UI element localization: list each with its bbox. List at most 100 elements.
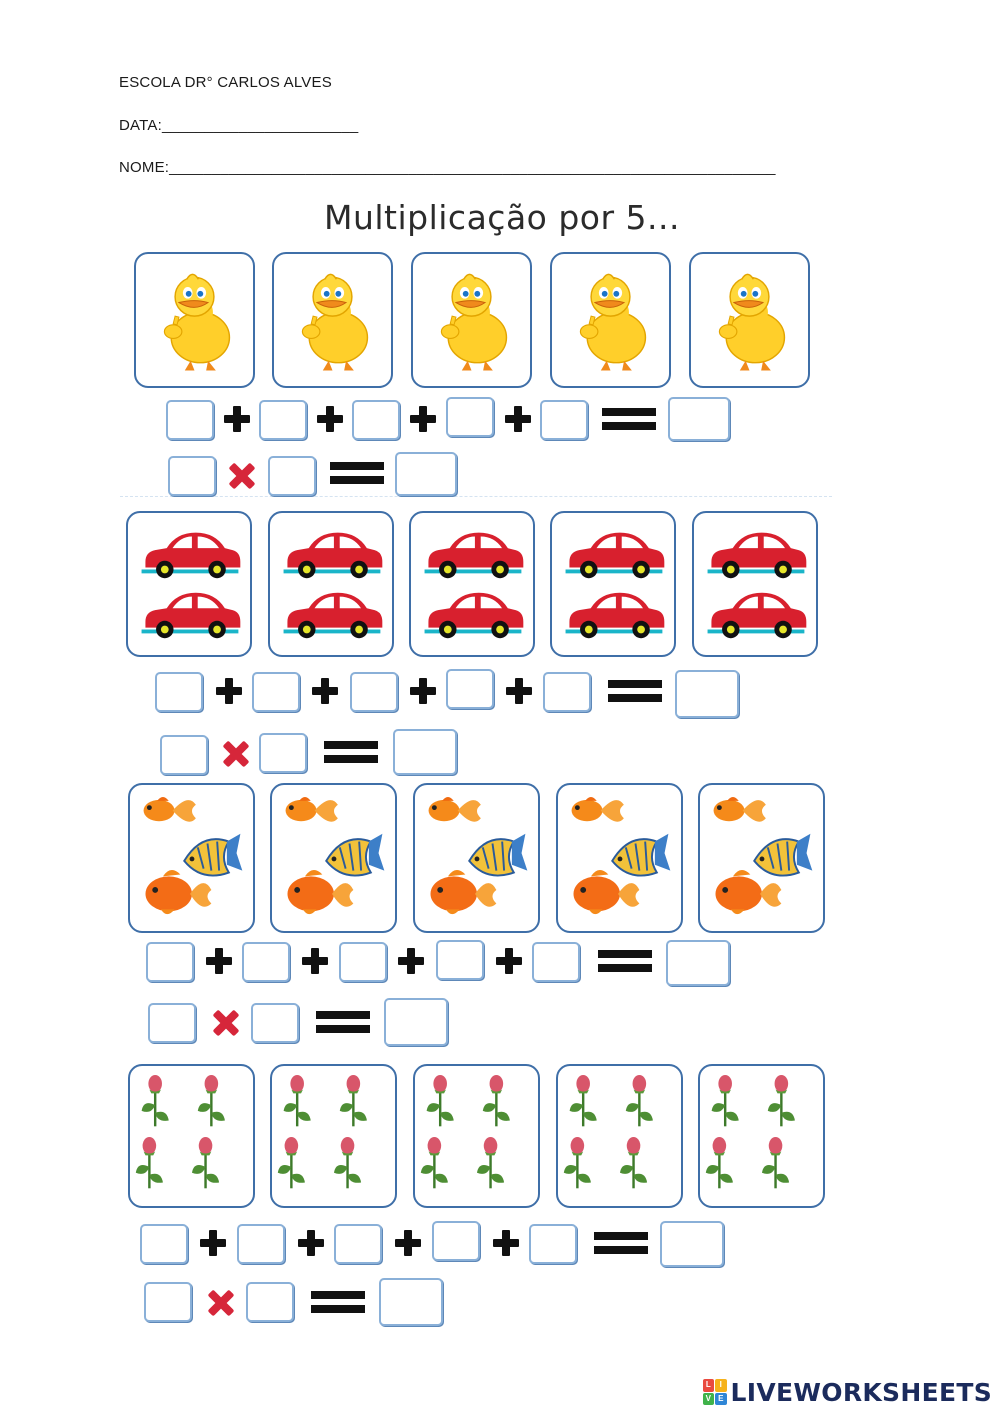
picture-card bbox=[556, 783, 683, 933]
product-answer-input[interactable] bbox=[379, 1278, 443, 1326]
addend-input[interactable] bbox=[166, 400, 214, 440]
factor-input[interactable] bbox=[160, 735, 208, 775]
addend-input[interactable] bbox=[146, 942, 194, 982]
picture-card bbox=[550, 252, 671, 388]
picture-card bbox=[411, 252, 532, 388]
sum-answer-input[interactable] bbox=[660, 1221, 724, 1267]
factor-input[interactable] bbox=[144, 1282, 192, 1322]
picture-card bbox=[128, 783, 255, 933]
fish-icon bbox=[285, 796, 385, 915]
plus-icon bbox=[302, 948, 328, 974]
car-icon bbox=[283, 532, 383, 639]
worksheet-title: Multiplicação por 5... bbox=[323, 198, 681, 237]
addend-input[interactable] bbox=[446, 669, 494, 709]
plus-icon bbox=[216, 678, 242, 704]
times-icon bbox=[228, 462, 256, 490]
addend-input[interactable] bbox=[350, 672, 398, 712]
sum-answer-input[interactable] bbox=[666, 940, 730, 986]
equals-icon bbox=[594, 1232, 648, 1254]
logo-letter: E bbox=[715, 1392, 727, 1405]
car-icon bbox=[424, 532, 524, 639]
picture-card bbox=[128, 1064, 255, 1208]
addend-input[interactable] bbox=[155, 672, 203, 712]
picture-card bbox=[692, 511, 818, 657]
factor-input[interactable] bbox=[268, 456, 316, 496]
duck-icon bbox=[579, 273, 647, 371]
sum-answer-input[interactable] bbox=[675, 670, 739, 718]
factor-input[interactable] bbox=[251, 1003, 299, 1043]
logo-letter: L bbox=[702, 1379, 715, 1392]
equals-icon bbox=[608, 680, 662, 702]
picture-card bbox=[268, 511, 394, 657]
addend-input[interactable] bbox=[436, 940, 484, 980]
plus-icon bbox=[398, 948, 424, 974]
plus-icon bbox=[224, 406, 250, 432]
logo-letter: V bbox=[702, 1392, 715, 1405]
addend-input[interactable] bbox=[446, 397, 494, 437]
equals-icon bbox=[316, 1011, 370, 1033]
product-answer-input[interactable] bbox=[393, 729, 457, 775]
rose-icon bbox=[277, 1074, 367, 1189]
picture-card bbox=[270, 1064, 397, 1208]
addend-input[interactable] bbox=[259, 400, 307, 440]
equals-icon bbox=[324, 741, 378, 763]
picture-card bbox=[550, 511, 676, 657]
equals-icon bbox=[602, 408, 656, 430]
fish-icon bbox=[713, 796, 813, 915]
addend-input[interactable] bbox=[252, 672, 300, 712]
factor-input[interactable] bbox=[259, 733, 307, 773]
duck-icon bbox=[163, 273, 231, 371]
addend-input[interactable] bbox=[339, 942, 387, 982]
section-divider bbox=[120, 496, 832, 497]
car-icon bbox=[707, 532, 807, 639]
addend-input[interactable] bbox=[532, 942, 580, 982]
fish-icon bbox=[571, 796, 671, 915]
factor-input[interactable] bbox=[168, 456, 216, 496]
brand-watermark: L I V E LIVEWORKSHEETS bbox=[702, 1377, 992, 1407]
duck-icon bbox=[440, 273, 508, 371]
addend-input[interactable] bbox=[237, 1224, 285, 1264]
times-icon bbox=[207, 1289, 235, 1317]
liveworksheets-logo-icon: L I V E bbox=[702, 1379, 727, 1405]
plus-icon bbox=[493, 1230, 519, 1256]
picture-card bbox=[698, 1064, 825, 1208]
car-icon bbox=[141, 532, 241, 639]
rose-icon bbox=[420, 1074, 510, 1189]
addend-input[interactable] bbox=[242, 942, 290, 982]
times-icon bbox=[212, 1009, 240, 1037]
addend-input[interactable] bbox=[140, 1224, 188, 1264]
factor-input[interactable] bbox=[246, 1282, 294, 1322]
date-field: DATA:_______________________ bbox=[119, 117, 359, 134]
plus-icon bbox=[505, 406, 531, 432]
plus-icon bbox=[298, 1230, 324, 1256]
plus-icon bbox=[312, 678, 338, 704]
sum-answer-input[interactable] bbox=[668, 397, 730, 441]
equals-icon bbox=[311, 1291, 365, 1313]
picture-card bbox=[556, 1064, 683, 1208]
plus-icon bbox=[206, 948, 232, 974]
picture-card bbox=[134, 252, 255, 388]
brand-name: LIVEWORKSHEETS bbox=[730, 1377, 992, 1407]
factor-input[interactable] bbox=[148, 1003, 196, 1043]
fish-icon bbox=[143, 796, 243, 915]
duck-icon bbox=[718, 273, 786, 371]
product-answer-input[interactable] bbox=[384, 998, 448, 1046]
school-name: ESCOLA DR° CARLOS ALVES bbox=[119, 74, 332, 91]
addend-input[interactable] bbox=[529, 1224, 577, 1264]
addend-input[interactable] bbox=[543, 672, 591, 712]
addend-input[interactable] bbox=[540, 400, 588, 440]
name-field: NOME:___________________________________… bbox=[119, 159, 776, 176]
plus-icon bbox=[317, 406, 343, 432]
addend-input[interactable] bbox=[352, 400, 400, 440]
plus-icon bbox=[410, 678, 436, 704]
picture-card bbox=[698, 783, 825, 933]
plus-icon bbox=[496, 948, 522, 974]
addend-input[interactable] bbox=[334, 1224, 382, 1264]
product-answer-input[interactable] bbox=[395, 452, 457, 496]
addend-input[interactable] bbox=[432, 1221, 480, 1261]
rose-icon bbox=[563, 1074, 653, 1189]
logo-letter: I bbox=[715, 1379, 727, 1392]
picture-card bbox=[126, 511, 252, 657]
picture-card bbox=[409, 511, 535, 657]
equals-icon bbox=[598, 950, 652, 972]
